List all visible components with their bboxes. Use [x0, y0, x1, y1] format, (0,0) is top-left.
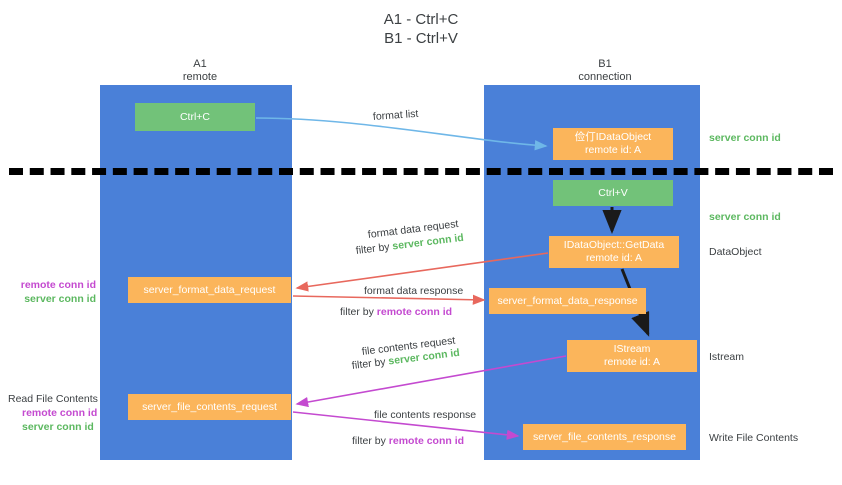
box-server-file-contents-response[interactable]: server_file_contents_response — [523, 424, 686, 450]
filter-prefix: filter by — [340, 306, 377, 318]
left-label-server-conn-id-2: server conn id — [22, 421, 94, 433]
box-idataobject[interactable]: 俭仃IDataObject remote id: A — [553, 128, 673, 160]
box-getdata-title: IDataObject::GetData — [563, 239, 665, 251]
edge-label-format-data-response: format data response — [364, 285, 464, 297]
box-getdata-subtitle: remote id: A — [585, 252, 643, 264]
box-ctrl-c-label: Ctrl+C — [179, 110, 211, 123]
left-labels-group-1: remote conn id server conn id — [8, 278, 96, 306]
box-istream-title: IStream — [613, 343, 651, 355]
column-header-b1-sub: connection — [578, 71, 632, 83]
edge-label-format-data-response-filter: filter by remote conn id — [340, 305, 452, 320]
box-ctrl-c[interactable]: Ctrl+C — [135, 103, 255, 131]
box-istream[interactable]: IStream remote id: A — [567, 340, 697, 372]
dashed-divider — [9, 168, 833, 175]
box-ctrl-v-label: Ctrl+V — [598, 186, 628, 199]
left-labels-group-2: Read File Contents remote conn id server… — [8, 392, 128, 434]
filter-prefix: filter by — [352, 435, 389, 447]
box-ctrl-v[interactable]: Ctrl+V — [553, 180, 673, 206]
edge-label-file-contents-response-filter: filter by remote conn id — [352, 434, 464, 449]
box-server-format-data-response-label: server_format_data_response — [497, 294, 638, 307]
edge-label-format-list: format list — [372, 107, 419, 123]
box-server-file-contents-response-label: server_file_contents_response — [532, 430, 676, 443]
edge-label-file-contents-response: file contents response — [374, 409, 477, 421]
box-server-format-data-request-label: server_format_data_request — [143, 283, 276, 296]
left-label-server-conn-id-1: server conn id — [24, 293, 96, 305]
box-server-file-contents-request-label: server_file_contents_request — [142, 400, 277, 413]
left-label-remote-conn-id-2: remote conn id — [22, 407, 98, 419]
filter-prefix: filter by — [351, 355, 390, 372]
left-label-remote-conn-id-1: remote conn id — [20, 279, 96, 291]
side-label-dataobject: DataObject — [709, 246, 762, 258]
filter-value-remote-conn-id: remote conn id — [376, 306, 453, 318]
column-header-a1-name: A1 — [193, 58, 207, 70]
left-label-read-file-contents: Read File Contents — [8, 393, 98, 405]
box-idataobject-title: 俭仃IDataObject — [574, 131, 652, 143]
column-header-a1-sub: remote — [182, 71, 218, 83]
box-idataobject-getdata[interactable]: IDataObject::GetData remote id: A — [549, 236, 679, 268]
box-idataobject-subtitle: remote id: A — [584, 144, 642, 156]
box-server-file-contents-request[interactable]: server_file_contents_request — [128, 394, 291, 420]
box-istream-subtitle: remote id: A — [603, 356, 661, 368]
box-server-format-data-request[interactable]: server_format_data_request — [128, 277, 291, 303]
side-label-write-file-contents: Write File Contents — [709, 432, 799, 444]
box-server-format-data-response[interactable]: server_format_data_response — [489, 288, 646, 314]
side-label-istream: Istream — [709, 351, 745, 363]
page-title: A1 - Ctrl+C B1 - Ctrl+V — [383, 11, 459, 47]
filter-value-remote-conn-id: remote conn id — [388, 435, 465, 447]
column-header-b1-name: B1 — [598, 58, 612, 70]
filter-prefix: filter by — [355, 240, 394, 257]
side-label-server-conn-id-top: server conn id — [709, 132, 781, 144]
side-label-server-conn-id-mid: server conn id — [709, 211, 781, 223]
column-header-a1: A1 remote — [140, 58, 260, 84]
column-header-b1: B1 connection — [535, 58, 675, 84]
